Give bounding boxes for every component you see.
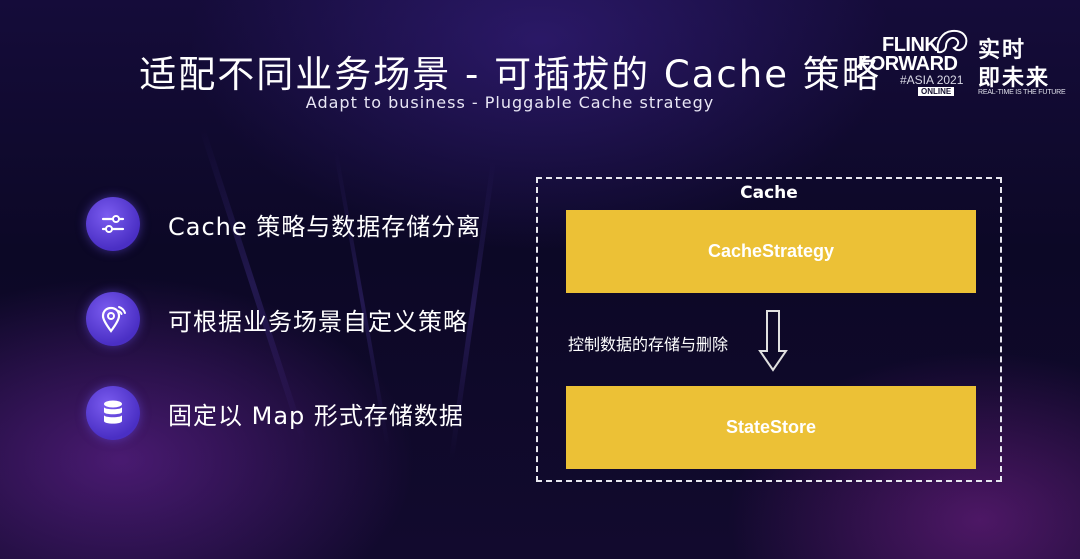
down-arrow-icon	[758, 310, 788, 372]
cache-strategy-box: CacheStrategy	[566, 210, 976, 293]
brand-cn-line2: 即未来	[978, 66, 1051, 91]
feature-text: 可根据业务场景自定义策略	[168, 307, 468, 336]
brand-badge: ONLINE	[918, 87, 955, 96]
flink-forward-logo: FLINK FORWARD #ASIA 2021 ONLINE 实时 即未来 R…	[858, 26, 1068, 102]
arrow-label: 控制数据的存储与删除	[568, 335, 729, 354]
brand-tagline: REAL-TIME IS THE FUTURE	[978, 89, 1066, 96]
database-icon	[86, 386, 140, 440]
brand-line1: FLINK	[882, 34, 939, 56]
feature-item: 固定以 Map 形式存储数据	[86, 386, 464, 440]
brand-cn-line1: 实时	[978, 38, 1027, 63]
page-subtitle: Adapt to business - Pluggable Cache stra…	[305, 93, 715, 112]
feature-item: 可根据业务场景自定义策略	[86, 292, 468, 346]
cache-container: Cache CacheStrategy 控制数据的存储与删除 StateStor…	[536, 177, 1002, 482]
squirrel-logo-icon	[936, 29, 968, 54]
brand-line3: #ASIA 2021	[900, 73, 964, 87]
cache-label: Cache	[740, 183, 798, 203]
brand-line2: FORWARD	[858, 53, 958, 75]
location-pin-icon	[86, 292, 140, 346]
feature-text: Cache 策略与数据存储分离	[168, 212, 482, 241]
feature-text: 固定以 Map 形式存储数据	[168, 401, 464, 430]
state-store-box: StateStore	[566, 386, 976, 469]
feature-item: Cache 策略与数据存储分离	[86, 197, 481, 251]
page-title: 适配不同业务场景 - 可插拔的 Cache 策略	[139, 53, 881, 96]
sliders-icon	[86, 197, 140, 251]
